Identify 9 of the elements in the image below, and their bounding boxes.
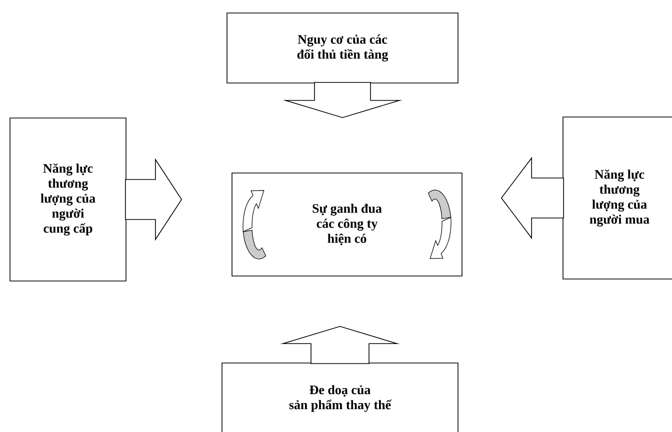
force-box: Năng lực thương lượng của người cung cấp: [10, 118, 126, 282]
block-arrow: [500, 156, 564, 240]
force-box: Đe doạ của sản phẩm thay thế: [222, 362, 458, 432]
block-arrow: [282, 82, 402, 118]
block-arrow: [125, 158, 182, 241]
center-box: Sự ganh đua các công ty hiện có: [232, 172, 462, 276]
force-box: Nguy cơ của các đối thủ tiền tàng: [226, 12, 458, 84]
block-arrow: [280, 326, 400, 364]
force-box: Năng lực thương lượng của người mua: [562, 116, 672, 280]
